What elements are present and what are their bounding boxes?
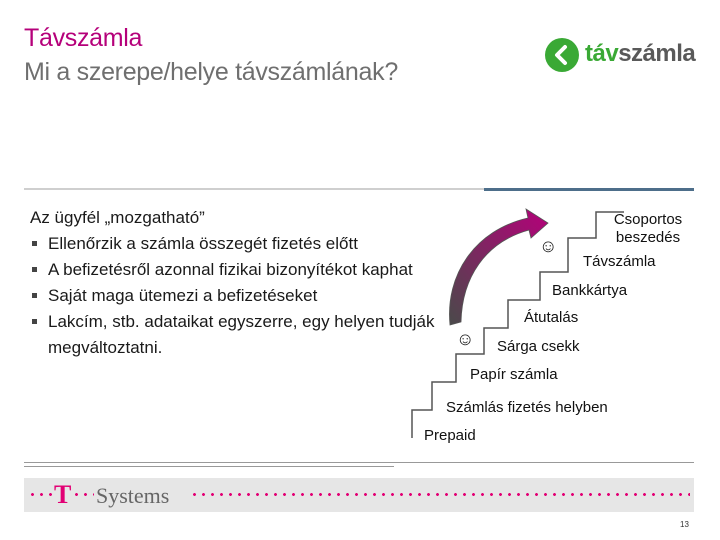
footer-divider-secondary <box>24 466 394 467</box>
step-tavszamla: Távszámla <box>583 253 656 270</box>
page-subtitle: Mi a szerepe/helye távszámlának? <box>24 58 398 86</box>
page-number: 13 <box>680 520 689 529</box>
footer-dots-right <box>190 493 690 496</box>
progress-arrow-icon <box>449 208 549 326</box>
step-prepaid: Prepaid <box>424 427 476 444</box>
bullet-item: Lakcím, stb. adataikat egyszerre, egy he… <box>30 309 450 361</box>
bullet-item: Ellenőrzik a számla összegét fizetés elő… <box>30 231 450 257</box>
footer-dots-mid <box>72 493 94 496</box>
page-title: Távszámla <box>24 24 143 52</box>
header-divider-accent <box>484 188 694 191</box>
bullet-square-icon <box>32 267 37 272</box>
tavszamla-logo: távszámla <box>545 38 705 74</box>
bullet-list-section: Az ügyfél „mozgatható” Ellenőrzik a szám… <box>30 205 450 361</box>
bullet-lead: Az ügyfél „mozgatható” <box>30 208 205 227</box>
bullet-list: Ellenőrzik a számla összegét fizetés elő… <box>30 231 450 361</box>
step-szamlas-fizetes-helyben: Számlás fizetés helyben <box>446 399 608 416</box>
staircase-line <box>411 211 624 438</box>
step-bankkartya: Bankkártya <box>552 282 628 299</box>
bullet-item: Saját maga ütemezi a befizetéseket <box>30 283 450 309</box>
step-sarga-csekk: Sárga csekk <box>497 338 580 355</box>
smiley-icon: ☺ <box>539 236 558 256</box>
bullet-item: A befizetésről azonnal fizikai bizonyíté… <box>30 257 450 283</box>
step-papir-szamla: Papír számla <box>470 366 558 383</box>
footer-dots-left <box>28 493 52 496</box>
tavszamla-logo-text: távszámla <box>585 40 696 67</box>
tsystems-logo-icon: T <box>54 480 72 509</box>
bullet-square-icon <box>32 241 37 246</box>
step-atutalas: Átutalás <box>524 309 579 326</box>
footer-divider <box>24 462 694 463</box>
header-divider <box>24 188 484 190</box>
smiley-icon: ☺ <box>456 329 475 349</box>
tsystems-brand-name: Systems <box>96 483 170 508</box>
step-csoportos-beszedes: Csoportos beszedés <box>613 211 683 246</box>
bullet-square-icon <box>32 293 37 298</box>
bullet-square-icon <box>32 319 37 324</box>
tavszamla-logo-icon <box>545 38 579 72</box>
